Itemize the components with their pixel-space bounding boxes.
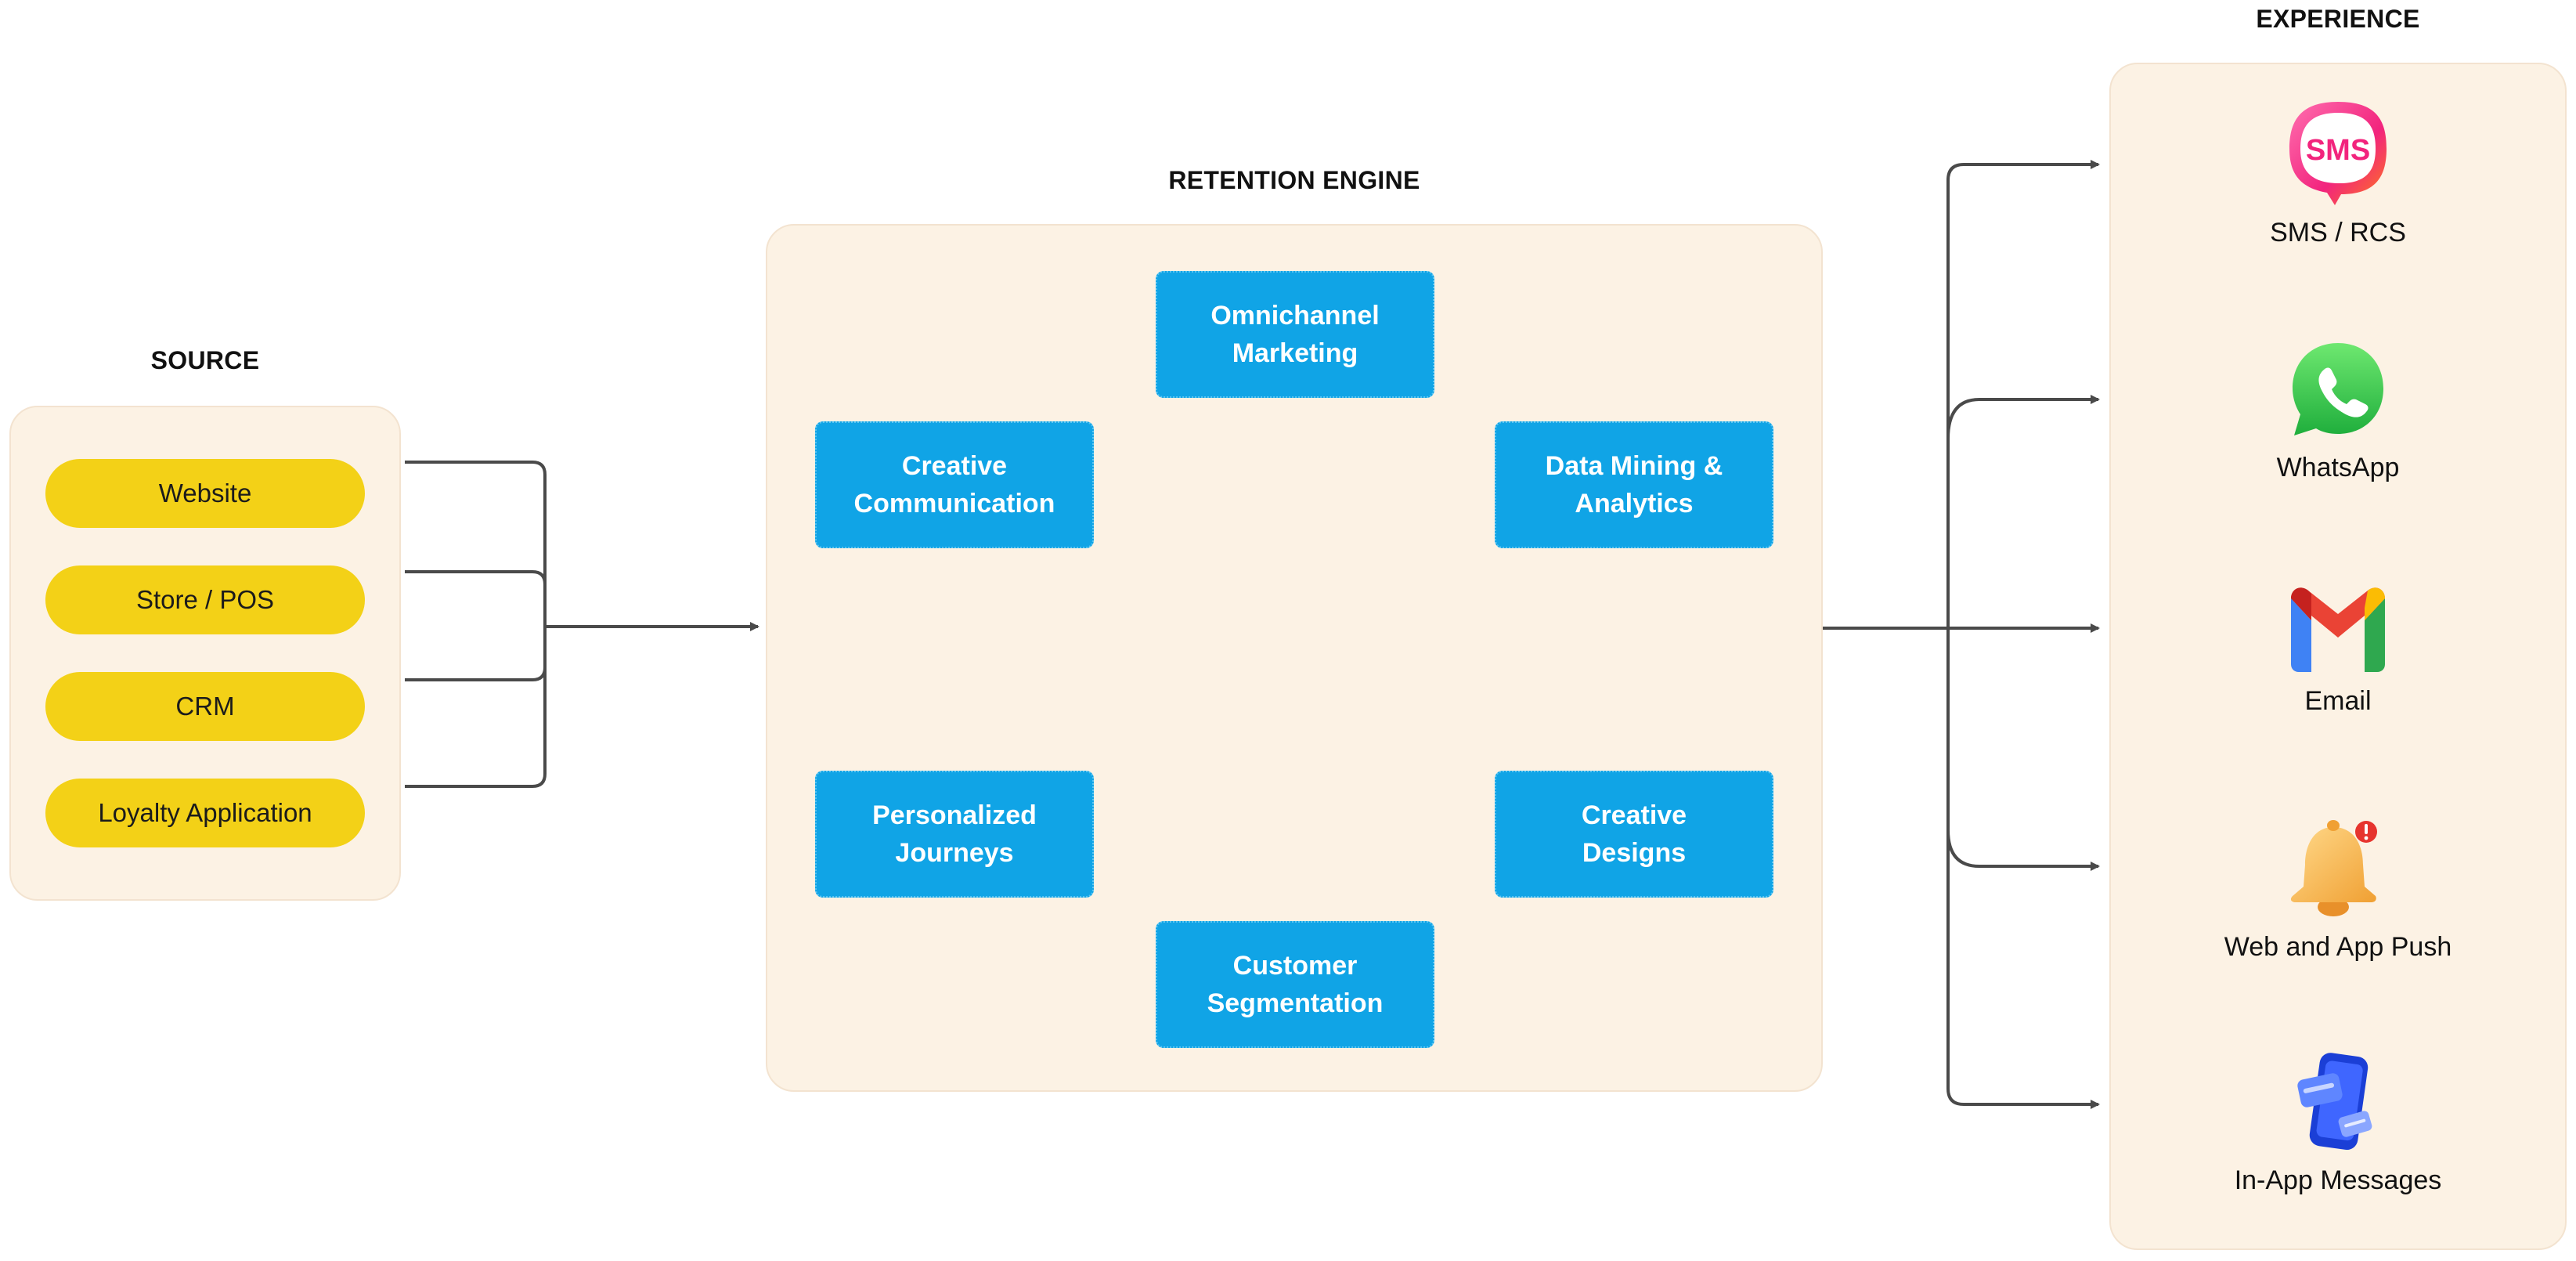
sms-icon: SMS	[2289, 102, 2387, 205]
source-connector-website	[405, 461, 547, 627]
node-omnichannel-marketing: Omnichannel Marketing	[1156, 271, 1434, 398]
svg-text:SMS: SMS	[2306, 134, 2370, 167]
source-item-website: Website	[45, 459, 365, 528]
bell-icon	[2290, 820, 2377, 916]
experience-item-whatsapp: WhatsApp	[2103, 335, 2573, 483]
branch-push	[1946, 829, 2100, 871]
experience-item-sms: SMS SMS / RCS	[2103, 96, 2573, 248]
engine-heading: RETENTION ENGINE	[1168, 166, 1420, 194]
source-item-crm: CRM	[45, 672, 365, 741]
trunk-line	[1946, 160, 2100, 628]
node-creative-communication: Creative Communication	[815, 421, 1094, 548]
node-customer-segmentation: Customer Segmentation	[1156, 921, 1434, 1048]
experience-label-whatsapp: WhatsApp	[2276, 453, 2400, 482]
whatsapp-icon	[2293, 343, 2383, 435]
experience-heading: EXPERIENCE	[2256, 5, 2420, 33]
experience-item-push: Web and App Push	[2103, 815, 2573, 963]
source-item-store-pos: Store / POS	[45, 565, 365, 634]
experience-label-in-app: In-App Messages	[2234, 1165, 2442, 1195]
experience-label-push: Web and App Push	[2224, 932, 2452, 962]
source-heading: SOURCE	[150, 346, 260, 374]
experience-label-sms: SMS / RCS	[2270, 218, 2406, 248]
branch-whatsapp	[1946, 395, 2100, 439]
source-item-loyalty-application: Loyalty Application	[45, 779, 365, 847]
experience-panel	[2109, 63, 2567, 1250]
node-creative-designs: Creative Designs	[1495, 771, 1773, 898]
experience-item-email: Email	[2103, 576, 2573, 717]
trunk-down	[1946, 628, 2100, 1109]
source-connector-crm	[405, 627, 547, 681]
source-connector-loyalty	[405, 627, 547, 788]
source-connector-store	[405, 570, 547, 627]
experience-item-in-app: In-App Messages	[2103, 1048, 2573, 1196]
phone-message-icon	[2297, 1053, 2372, 1151]
node-data-mining-analytics: Data Mining & Analytics	[1495, 421, 1773, 548]
experience-label-email: Email	[2304, 686, 2372, 716]
gmail-icon	[2291, 587, 2385, 672]
node-personalized-journeys: Personalized Journeys	[815, 771, 1094, 898]
